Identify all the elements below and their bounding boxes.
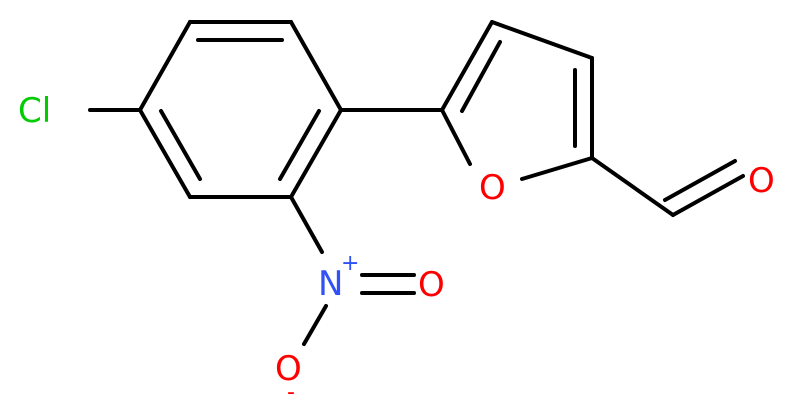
aldehyde-oxygen-label: O [748, 161, 775, 201]
nitro-oxygen-minus-charge: - [287, 380, 295, 405]
bond [289, 108, 343, 199]
bond [490, 20, 594, 60]
bond-to-nitro [289, 195, 324, 254]
bond [289, 20, 343, 112]
nitro-oxygen-minus-label: O [275, 349, 302, 389]
nitro-nitrogen-label: N [318, 264, 343, 304]
furan-ring [440, 20, 594, 181]
bond [440, 20, 494, 112]
bond-n-o-minus [302, 304, 328, 346]
furan-oxygen-label: O [479, 168, 506, 208]
bond-aldehyde-c [590, 156, 675, 217]
bond [138, 20, 192, 112]
bond-aldehyde-o [663, 159, 737, 202]
bond [440, 108, 472, 166]
benzene-ring [138, 20, 343, 199]
bond [159, 109, 202, 181]
nitro-oxygen-double-label: O [418, 265, 445, 305]
chlorine-label: Cl [18, 91, 51, 131]
bond-aldehyde-o [671, 174, 745, 217]
nitro-nitrogen-charge: + [341, 251, 359, 276]
bond [460, 40, 502, 113]
bond [278, 109, 321, 181]
bond [520, 156, 594, 181]
bond [138, 108, 192, 199]
